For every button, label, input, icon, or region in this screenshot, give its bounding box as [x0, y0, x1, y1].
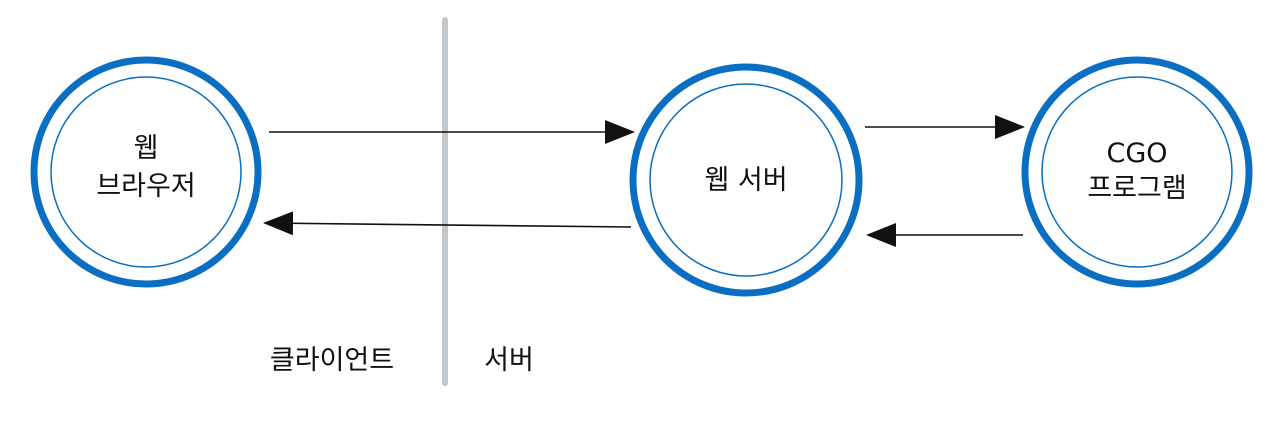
web-server-inner-ring [649, 83, 843, 277]
browser-label-line1: 웹 [134, 133, 159, 164]
web-server-label: 웹 서버 [704, 165, 787, 196]
cgo-program-label-line1: CGO [1106, 138, 1167, 169]
arrow-server-to-browser [263, 211, 632, 236]
browser-label-line2: 브라우저 [96, 171, 195, 202]
web-server-outer-ring [629, 63, 863, 297]
client-region-label: 클라이언트 [270, 345, 394, 376]
web-server-node: 웹 서버 [629, 63, 863, 297]
browser-outer-ring [30, 56, 262, 288]
browser-inner-ring [50, 76, 242, 268]
browser-node: 웹 브라우저 [30, 56, 262, 288]
cgo-program-label-line2: 프로그램 [1087, 173, 1186, 204]
cgo-program-inner-ring [1041, 76, 1233, 268]
cgo-program-outer-ring [1021, 56, 1253, 288]
server-region-label: 서버 [484, 345, 534, 376]
cgo-program-node: CGO 프로그램 [1021, 56, 1253, 288]
